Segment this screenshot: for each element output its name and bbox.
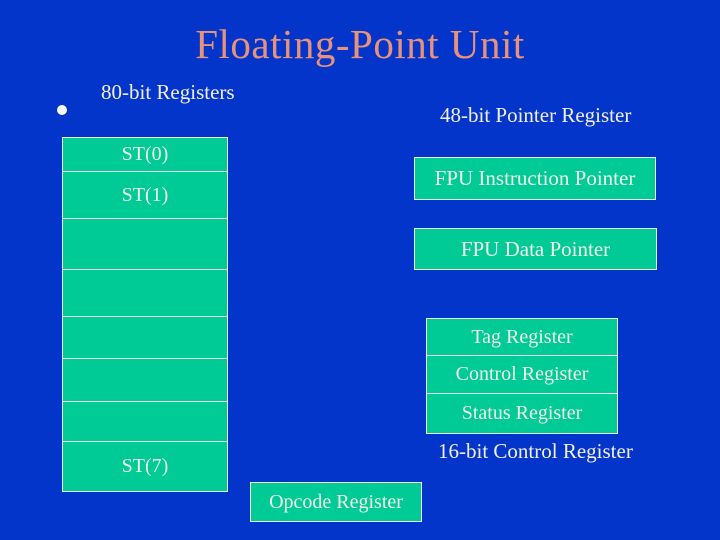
- stack-cell-st5: [63, 359, 227, 402]
- stack-cell-st1: ST(1): [63, 172, 227, 219]
- label-48bit-pointer-register: 48-bit Pointer Register: [440, 103, 632, 127]
- control-register-box: Control Register: [427, 356, 617, 394]
- page-title: Floating-Point Unit: [195, 21, 525, 67]
- stack-cell-st4: [63, 317, 227, 359]
- opcode-register-box: Opcode Register: [250, 482, 422, 522]
- stack-cell-st6: [63, 402, 227, 442]
- register-stack: ST(0) ST(1) ST(7): [62, 137, 228, 492]
- stack-cell-st0: ST(0): [63, 138, 227, 172]
- stack-cell-st3: [63, 270, 227, 317]
- status-register-box: Status Register: [427, 394, 617, 433]
- label-16bit-control-register: 16-bit Control Register: [438, 439, 633, 463]
- bullet-dot-icon: [57, 105, 67, 115]
- tag-register-box: Tag Register: [427, 319, 617, 356]
- stack-cell-st2: [63, 219, 227, 270]
- stack-cell-st7: ST(7): [63, 442, 227, 491]
- tag-control-status-group: Tag Register Control Register Status Reg…: [426, 318, 618, 434]
- fpu-instruction-pointer-box: FPU Instruction Pointer: [414, 157, 656, 200]
- fpu-data-pointer-box: FPU Data Pointer: [414, 228, 657, 270]
- label-80bit-registers: 80-bit Registers: [101, 80, 235, 104]
